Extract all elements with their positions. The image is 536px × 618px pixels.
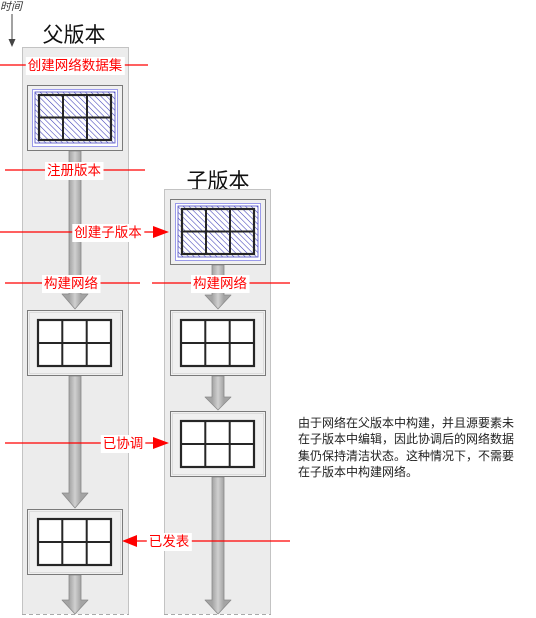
note-line: 在子版本中构建网络。 xyxy=(298,464,418,479)
event-parent-build-network: 构建网络 xyxy=(5,275,140,293)
event-label: 已协调 xyxy=(103,436,144,452)
event-label-background xyxy=(72,224,145,242)
event-posted: 已发表 xyxy=(122,533,290,551)
time-axis-label: 时间 xyxy=(0,0,24,13)
event-label: 注册版本 xyxy=(47,163,101,179)
note-line: 在子版本中编辑，因此协调后的网络数据 xyxy=(298,431,514,446)
event-child-build-network: 构建网络 xyxy=(152,275,290,293)
down-arrow-icon xyxy=(204,476,232,615)
event-label-background xyxy=(42,275,101,293)
parent-version-title: 父版本 xyxy=(43,23,106,47)
right-arrow-icon xyxy=(153,226,169,238)
note-line: 由于网络在父版本中构建，并且源要素未 xyxy=(298,415,514,430)
right-arrow-icon xyxy=(153,437,169,449)
child-column-border xyxy=(164,189,271,614)
event-label: 构建网络 xyxy=(193,276,247,292)
event-label: 创建子版本 xyxy=(74,225,142,241)
event-label-background xyxy=(25,57,125,75)
network-dataset-clean-icon xyxy=(170,411,266,477)
event-register-version: 注册版本 xyxy=(5,162,145,180)
event-label: 创建网络数据集 xyxy=(28,58,123,74)
note-line: 集仍保持清洁状态。这种情况下，不需要 xyxy=(298,448,514,463)
event-label: 构建网络 xyxy=(44,276,98,292)
time-arrow-head xyxy=(8,39,16,47)
network-dataset-clean-icon xyxy=(170,310,266,376)
event-reconciled: 已协调 xyxy=(5,435,169,453)
event-label-background xyxy=(100,435,146,453)
down-arrow-icon xyxy=(61,375,89,509)
event-label-background xyxy=(45,162,104,180)
event-label: 已发表 xyxy=(149,534,190,550)
network-dataset-dirty-icon xyxy=(170,199,266,265)
down-arrow-icon xyxy=(204,375,232,411)
parent-column-border xyxy=(22,47,129,614)
event-create-child-version: 创建子版本 xyxy=(0,224,169,242)
event-label-background xyxy=(146,533,192,551)
network-dataset-clean-icon xyxy=(27,509,123,575)
time-axis: 时间 xyxy=(0,0,24,47)
down-arrow-icon xyxy=(61,574,89,615)
network-dataset-dirty-icon xyxy=(27,85,123,151)
left-arrow-icon xyxy=(122,535,137,547)
event-label-background xyxy=(191,275,250,293)
network-dataset-clean-icon xyxy=(27,310,123,376)
event-create-network-dataset: 创建网络数据集 xyxy=(0,57,148,75)
explanation-note: 由于网络在父版本中构建，并且源要素未 在子版本中编辑，因此协调后的网络数据 集仍… xyxy=(298,415,514,479)
